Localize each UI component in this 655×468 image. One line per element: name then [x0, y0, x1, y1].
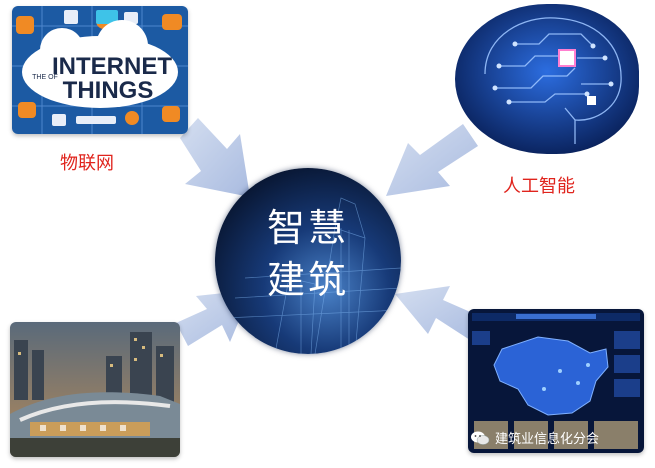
watermark-text: 建筑业信息化分会 [495, 432, 600, 447]
ai-caption: 人工智能 [503, 176, 575, 197]
iot-banner-line2: THINGS [63, 77, 154, 104]
arrow-map-to-center [395, 286, 484, 340]
arrow-ai-to-center [386, 124, 478, 196]
map-dashboard-image [468, 309, 644, 453]
wechat-icon [471, 431, 490, 445]
watermark: 建筑业信息化分会 [470, 428, 599, 447]
iot-banner-line1: INTERNET [52, 53, 172, 80]
iot-image: INTERNET THE OF THINGS [12, 6, 188, 134]
iot-caption: 物联网 [60, 153, 114, 174]
hub-title-line1: 智慧 [266, 206, 349, 250]
center-hub: 智慧 建筑 [215, 168, 401, 354]
iot-banner-small: THE OF [32, 74, 58, 81]
hub-title-line2: 建筑 [266, 258, 349, 302]
hub-background [215, 168, 401, 354]
ai-brain-image [455, 4, 639, 154]
hub-title: 智慧 建筑 [215, 202, 401, 306]
building-render-image [10, 322, 180, 457]
